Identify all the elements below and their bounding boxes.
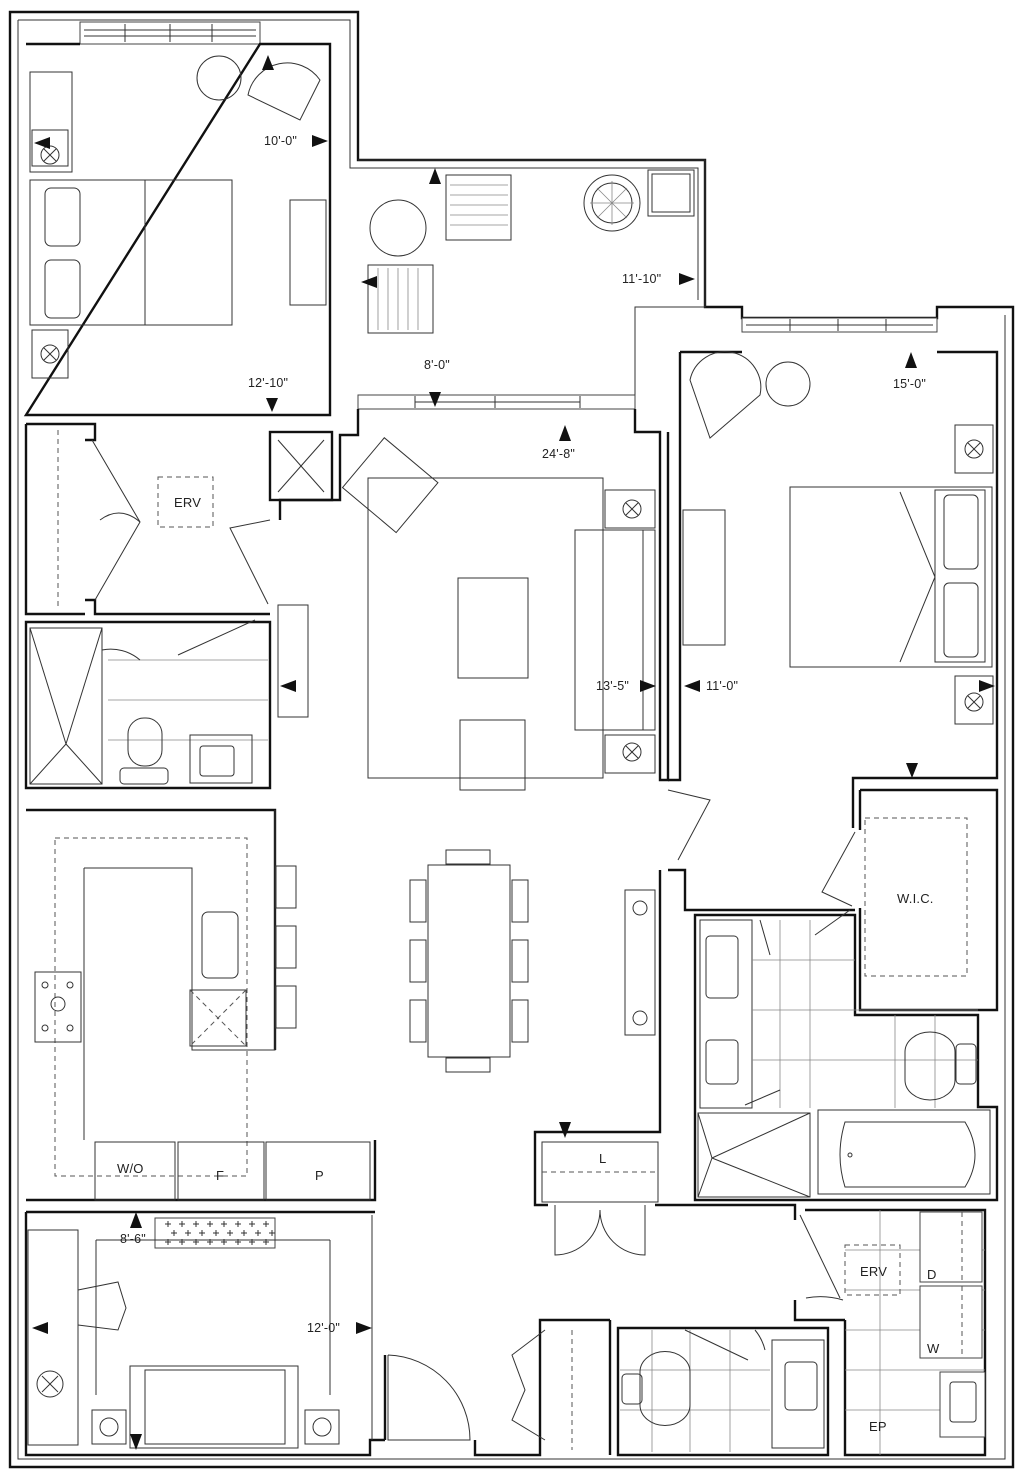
living-room xyxy=(268,409,670,791)
vent-mark xyxy=(213,1230,219,1236)
entry xyxy=(383,789,855,1457)
vent-mark xyxy=(249,1239,255,1245)
powder-room xyxy=(616,1326,830,1457)
dim-den-length: 12'-0" xyxy=(307,1321,341,1335)
vent-mark xyxy=(227,1230,233,1236)
dim-den-width: 8'-6" xyxy=(120,1232,146,1246)
vent-mark xyxy=(235,1221,241,1227)
dim-balcony-width: 11'-10" xyxy=(622,272,662,286)
walk-in-closet xyxy=(821,788,999,1012)
electrical-panel-label: EP xyxy=(869,1419,887,1434)
ensuite xyxy=(693,909,999,1202)
erv-label-bottom: ERV xyxy=(860,1264,888,1279)
dim-primary-width: 15'-0" xyxy=(893,377,927,391)
bathroom-2 xyxy=(24,604,309,790)
vent-mark xyxy=(199,1230,205,1236)
vent-mark xyxy=(235,1239,241,1245)
vent-mark xyxy=(241,1230,247,1236)
vent-mark xyxy=(269,1230,275,1236)
linen-label: L xyxy=(599,1151,607,1166)
vent-mark xyxy=(263,1221,269,1227)
dim-primary-length: 11'-0" xyxy=(706,679,739,693)
vent-mark xyxy=(171,1230,177,1236)
dining xyxy=(409,849,656,1073)
vent-mark xyxy=(263,1239,269,1245)
fridge-label: F xyxy=(216,1168,225,1183)
vent-mark xyxy=(193,1221,199,1227)
dim-living-length: 24'-8" xyxy=(542,447,576,461)
kitchen xyxy=(26,808,377,1202)
den-vent xyxy=(165,1221,275,1245)
vent-mark xyxy=(165,1221,171,1227)
vent-mark xyxy=(207,1221,213,1227)
vent-mark xyxy=(165,1239,171,1245)
vent-mark xyxy=(185,1230,191,1236)
dim-bedroom2-width: 10'-0" xyxy=(264,134,298,148)
window-bedroom2 xyxy=(79,21,261,45)
erv-label-top: ERV xyxy=(174,495,202,510)
walk-in-closet-label: W.I.C. xyxy=(897,891,934,906)
dim-bedroom2-length: 12'-10" xyxy=(248,376,289,390)
vent-mark xyxy=(193,1239,199,1245)
balcony xyxy=(357,159,706,410)
dimension-arrows xyxy=(32,55,995,1450)
erv-closet xyxy=(24,422,271,616)
laundry xyxy=(799,1208,987,1457)
wall-oven-label: W/O xyxy=(117,1161,144,1176)
vent-mark xyxy=(255,1230,261,1236)
primary-bedroom xyxy=(668,350,999,828)
vent-mark xyxy=(221,1221,227,1227)
vent-mark xyxy=(249,1221,255,1227)
window-primary xyxy=(741,317,938,333)
pantry-label: P xyxy=(315,1168,324,1183)
dryer-label: D xyxy=(927,1267,937,1282)
vent-mark xyxy=(179,1239,185,1245)
dim-balcony-depth: 8'-0" xyxy=(424,358,450,372)
vent-mark xyxy=(207,1239,213,1245)
dim-living-width: 13'-5" xyxy=(596,679,630,693)
washer-label: W xyxy=(927,1341,940,1356)
vent-mark xyxy=(221,1239,227,1245)
bedroom-2 xyxy=(23,42,332,417)
vent-mark xyxy=(179,1221,185,1227)
